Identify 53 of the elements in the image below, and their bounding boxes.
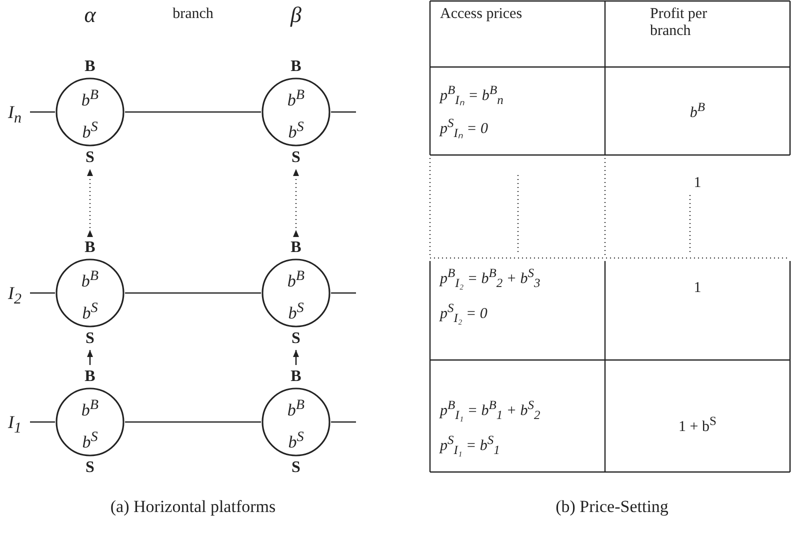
connector-line — [125, 292, 261, 294]
side-label: S — [84, 331, 96, 347]
side-label: S — [290, 331, 302, 347]
dotted-arrow — [87, 168, 93, 237]
arrow — [293, 350, 299, 365]
connector-line — [331, 292, 356, 294]
node-text: b$^{S}$ — [287, 428, 305, 453]
node-text: b$^{B}$ — [286, 267, 306, 292]
subfigure-caption: (b) Price-Setting — [554, 497, 670, 517]
side-label: S — [84, 460, 96, 476]
connector-line — [30, 421, 55, 423]
table-cell-text: b$^{B}$ — [688, 100, 706, 122]
side-label: B — [290, 59, 302, 75]
connector-line — [331, 111, 356, 113]
arrow — [87, 350, 93, 365]
node-text: b$^{B}$ — [286, 86, 306, 111]
node-text: b$^{B}$ — [80, 86, 100, 111]
side-label: S — [290, 150, 302, 166]
row-label: I$_{1}$ — [8, 410, 22, 441]
node-text: b$^{S}$ — [287, 118, 305, 143]
side-label: B — [290, 369, 302, 385]
table-cell-text: 1 — [692, 175, 702, 192]
connector-line — [331, 421, 356, 423]
column-heading: α — [83, 2, 98, 28]
table-cell-text: p$^{S}$$_{Iₙ}$ = 0 — [440, 116, 490, 140]
node-text: b$^{S}$ — [287, 299, 305, 324]
connector-line — [30, 111, 55, 113]
table-cell-text: p$^{S}$$_{I₂}$ = 0 — [440, 301, 488, 326]
node-text: b$^{S}$ — [81, 428, 99, 453]
node-text: b$^{B}$ — [80, 396, 100, 421]
column-heading: branch — [172, 6, 214, 24]
node-text: b$^{B}$ — [286, 396, 306, 421]
side-label: B — [290, 240, 302, 256]
table-cell-text: 1 + b$^{S}$ — [678, 414, 718, 436]
side-label: S — [290, 460, 302, 476]
node-text: b$^{S}$ — [81, 118, 99, 143]
side-label: B — [84, 240, 96, 256]
row-label: I$_{2}$ — [8, 281, 22, 312]
column-heading: β — [289, 2, 302, 28]
row-label: I$_{n}$ — [8, 100, 22, 131]
table-cell-text: 1 — [692, 280, 702, 298]
side-label: S — [84, 150, 96, 166]
side-label: B — [84, 369, 96, 385]
table-header: Profit per branch — [650, 6, 708, 40]
side-label: B — [84, 59, 96, 75]
connector-line — [125, 421, 261, 423]
table-header: Access prices — [440, 6, 524, 24]
connector-line — [30, 292, 55, 294]
node-text: b$^{S}$ — [81, 299, 99, 324]
dotted-arrow — [293, 168, 299, 237]
connector-line — [125, 111, 261, 113]
subfigure-caption: (a) Horizontal platforms — [109, 497, 277, 517]
node-text: b$^{B}$ — [80, 267, 100, 292]
